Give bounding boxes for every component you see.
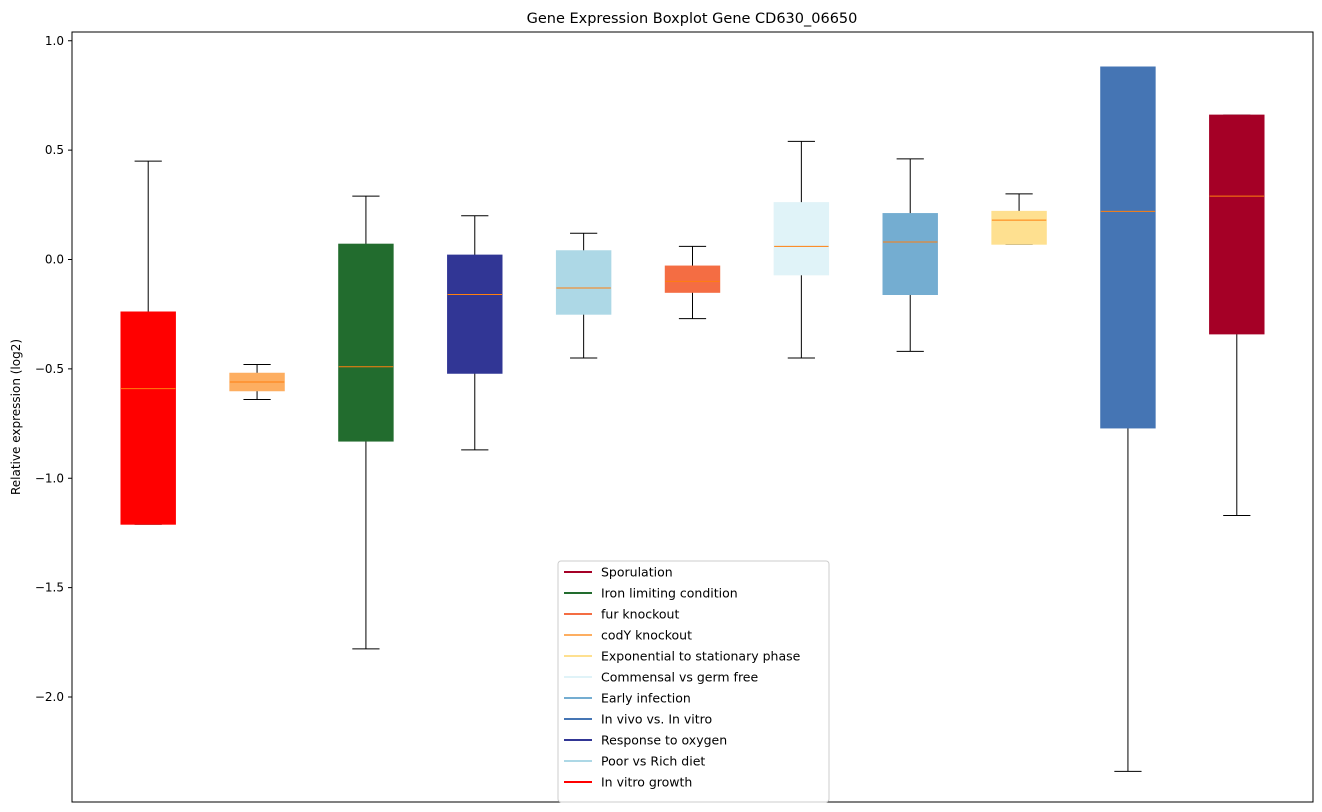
box xyxy=(773,202,830,276)
legend-label: Commensal vs germ free xyxy=(601,670,758,685)
box xyxy=(991,210,1047,245)
y-tick-label: −1.5 xyxy=(35,581,64,595)
y-tick-label: 0.5 xyxy=(45,143,64,157)
box xyxy=(120,311,176,525)
legend-label: codY knockout xyxy=(601,628,692,643)
box xyxy=(1100,66,1156,429)
box xyxy=(338,243,394,442)
box xyxy=(882,213,938,295)
box-group xyxy=(555,232,612,359)
box-group xyxy=(882,158,938,352)
legend-label: Early infection xyxy=(601,691,691,706)
box xyxy=(447,254,503,374)
box-group xyxy=(447,215,503,451)
legend-label: Poor vs Rich diet xyxy=(601,754,705,769)
box-group xyxy=(1209,114,1265,516)
box-group xyxy=(1100,66,1156,772)
legend-label: Iron limiting condition xyxy=(601,586,738,601)
y-axis-label: Relative expression (log2) xyxy=(9,339,23,495)
y-tick-label: −2.0 xyxy=(35,690,64,704)
y-tick-label: 1.0 xyxy=(45,34,64,48)
box-group xyxy=(120,160,176,525)
legend-label: In vivo vs. In vitro xyxy=(601,712,712,727)
y-tick-label: 0.0 xyxy=(45,253,64,267)
box-group xyxy=(229,364,285,400)
box xyxy=(664,265,721,293)
box-group xyxy=(338,195,394,650)
box xyxy=(1209,114,1265,335)
chart-title: Gene Expression Boxplot Gene CD630_06650 xyxy=(527,11,858,27)
legend-label: fur knockout xyxy=(601,607,679,622)
box-group xyxy=(664,245,721,320)
box xyxy=(555,250,612,315)
box-group xyxy=(991,193,1047,245)
legend-label: Sporulation xyxy=(601,565,673,580)
y-tick-label: −0.5 xyxy=(35,362,64,376)
legend-label: Response to oxygen xyxy=(601,733,727,748)
legend-label: Exponential to stationary phase xyxy=(601,649,801,664)
legend-label: In vitro growth xyxy=(601,775,692,790)
legend-box xyxy=(557,560,830,803)
y-tick-label: −1.0 xyxy=(35,471,64,485)
box-group xyxy=(773,140,830,359)
